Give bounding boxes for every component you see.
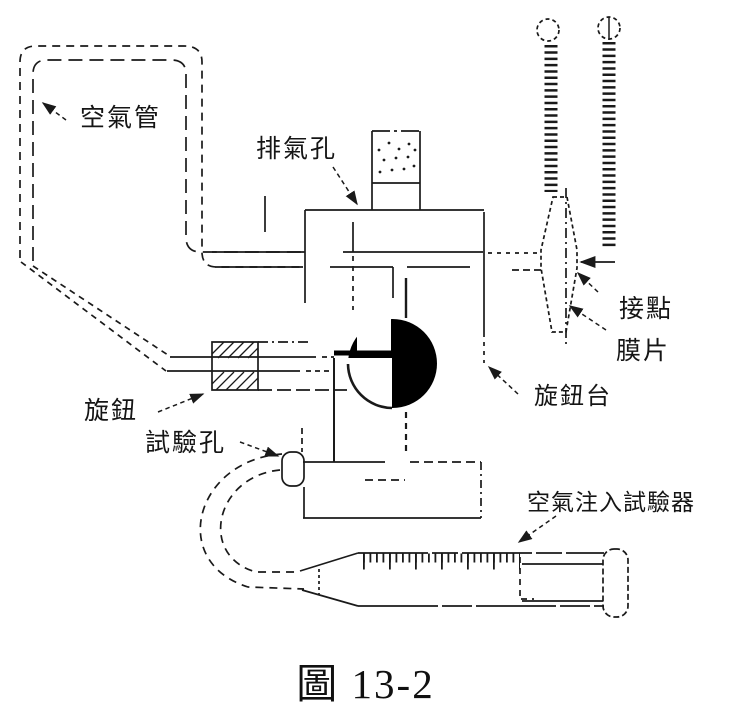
air-dots (377, 141, 417, 174)
knob-block (212, 342, 258, 390)
knob-hatching (212, 342, 258, 390)
exhaust-hole-arrow (333, 167, 358, 206)
diaphragm-arrow (568, 305, 606, 330)
injector-arrow (517, 516, 556, 543)
test-hole-arrow (240, 442, 280, 456)
knob-shaft (167, 342, 347, 390)
knob-arrow (158, 394, 205, 412)
leader-arrows (41, 102, 606, 543)
springs-diaphragm (537, 17, 620, 344)
spring-eye-left (537, 19, 559, 41)
air-injection-tester-label: 空氣注入試驗器 (527, 490, 695, 515)
contact-arrow (576, 271, 598, 292)
test-hole-label: 試驗孔 (145, 430, 227, 457)
diaphragm-label: 膜片 (616, 338, 671, 365)
scale-ticks (363, 558, 520, 562)
knob-label: 旋鈕 (84, 398, 139, 425)
figure-caption: 圖 13-2 (296, 661, 435, 707)
plunger-handle (603, 549, 628, 617)
air-pipe-label: 空氣管 (80, 105, 162, 132)
test-hole-utube (200, 452, 304, 589)
knob-base-arrow (487, 365, 518, 394)
exhaust-hole-label: 排氣孔 (256, 136, 338, 163)
knob-base-label: 旋鈕台 (534, 384, 612, 410)
test-hole-fitting (282, 452, 304, 486)
exhaust-cap (372, 131, 420, 210)
ball-valve (334, 278, 437, 452)
diaphragm-shape (541, 197, 577, 332)
contact-point-label: 接點 (619, 296, 674, 323)
valve-body (212, 196, 543, 518)
syringe (300, 549, 628, 617)
air-pipe-arrow (41, 102, 66, 120)
air-pipe (20, 46, 305, 371)
